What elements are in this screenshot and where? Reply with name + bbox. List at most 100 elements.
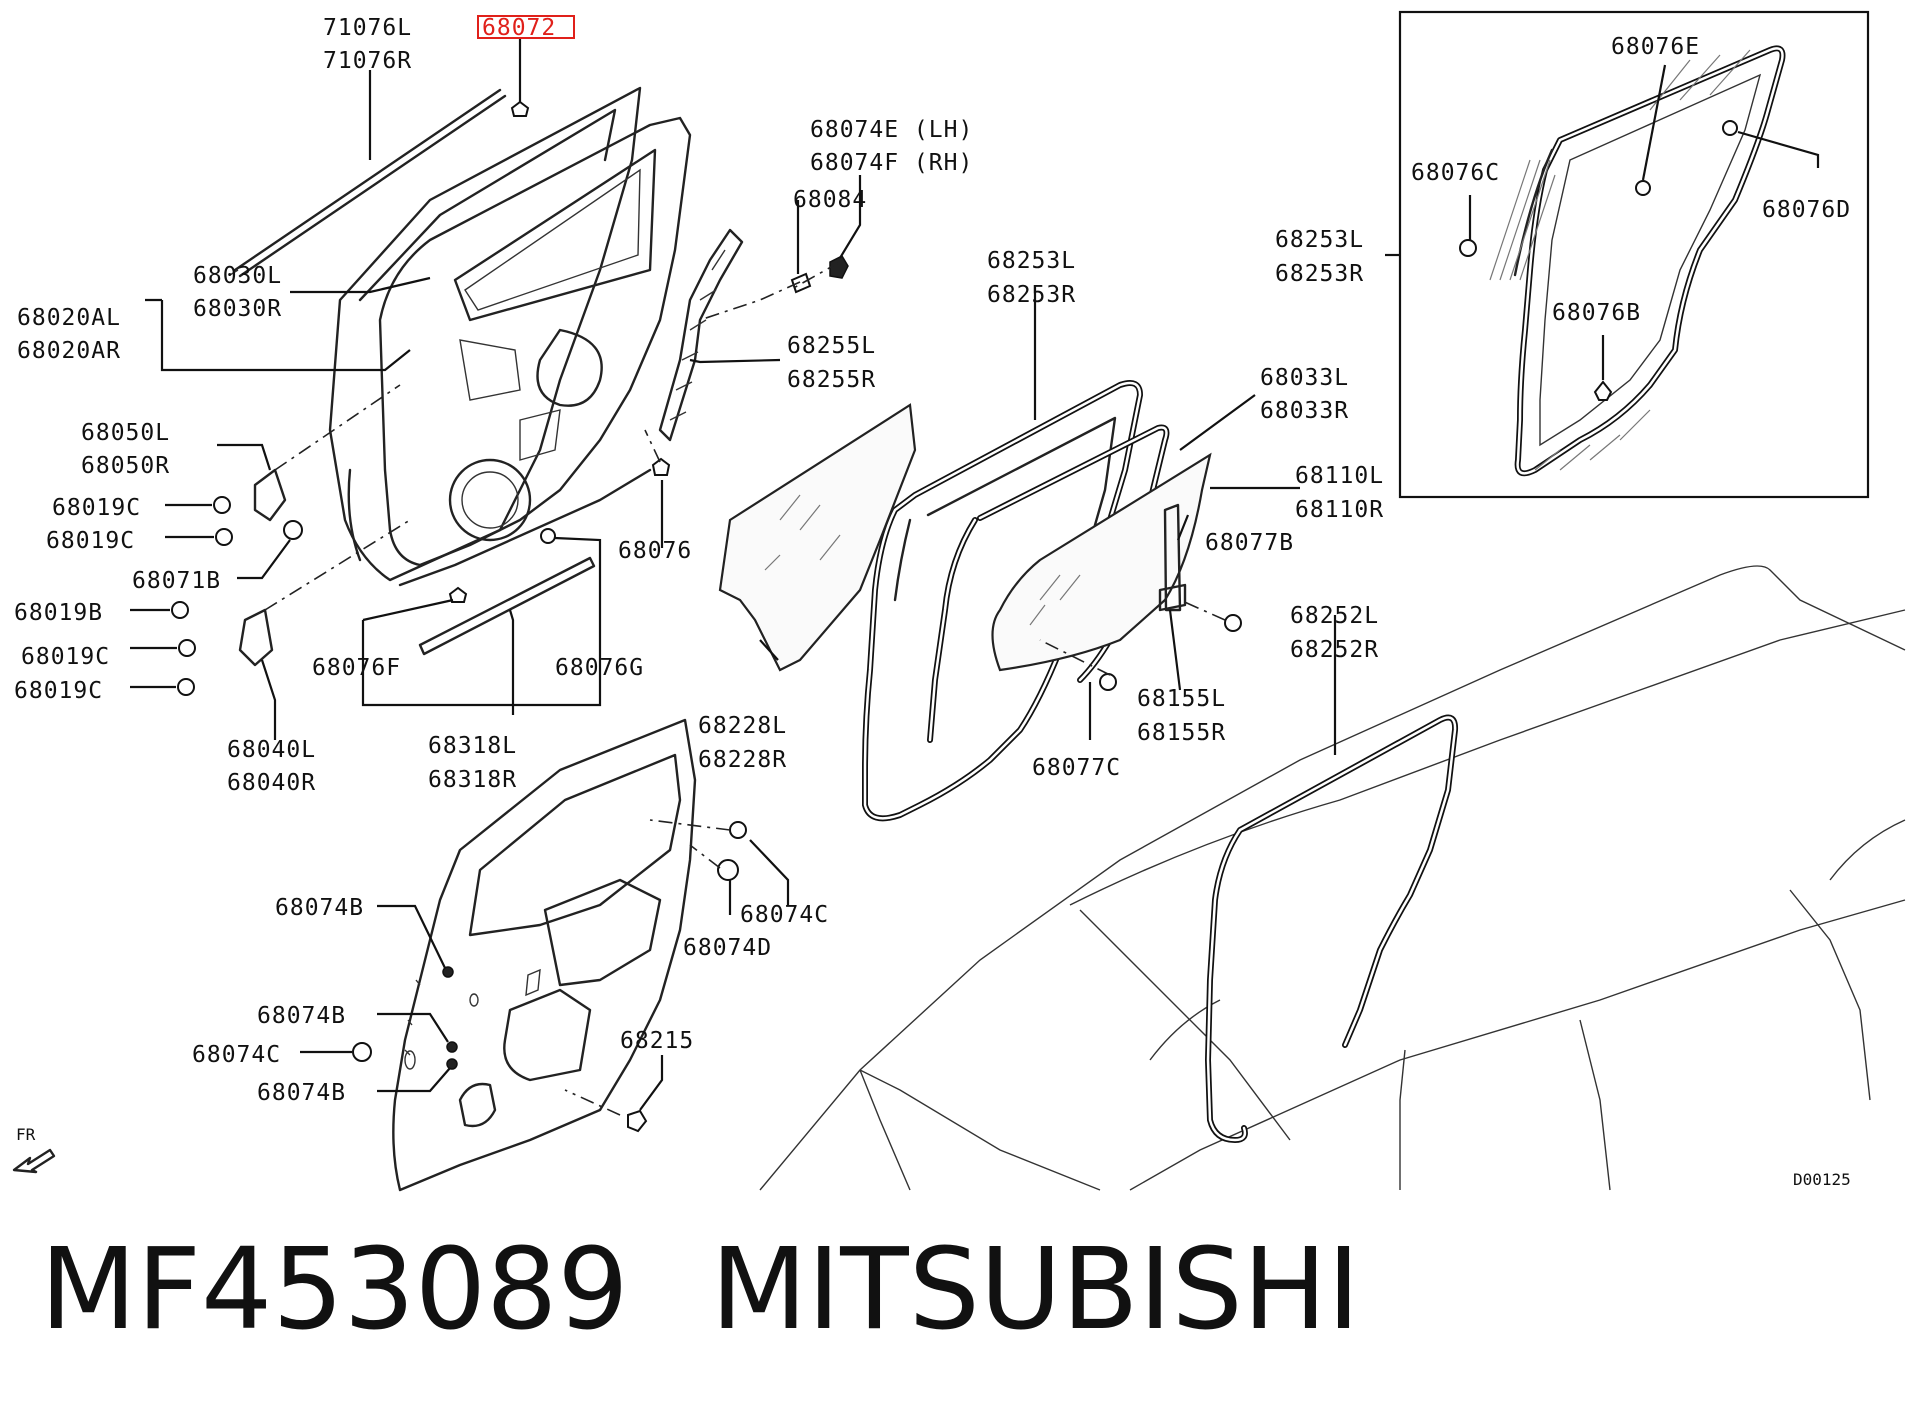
label-68019c-3: 68019C bbox=[21, 644, 110, 670]
clip-68074b-1 bbox=[442, 966, 454, 978]
label-68110l: 68110L bbox=[1295, 463, 1384, 489]
clip-68076 bbox=[651, 457, 671, 476]
label-68020al: 68020AL bbox=[17, 305, 121, 331]
quarter-glass-hatch bbox=[764, 494, 841, 571]
parts-diagram: 71076L 71076R 68072 68074E (LH) 68074F (… bbox=[12, 10, 1906, 1192]
highlight-box bbox=[477, 15, 575, 39]
label-68228r: 68228R bbox=[698, 747, 787, 773]
label-68318r: 68318R bbox=[428, 767, 517, 793]
belt-molding-71076 bbox=[229, 88, 507, 278]
label-68076e: 68076E bbox=[1611, 34, 1700, 60]
clip-68076g bbox=[540, 528, 556, 544]
inset-door-seal bbox=[1489, 45, 1786, 477]
vehicle-body-outline bbox=[759, 565, 1906, 1191]
body-weatherstrip-68252 bbox=[1205, 714, 1459, 1143]
front-direction-indicator: FR bbox=[12, 1125, 56, 1174]
label-68074b-2: 68074B bbox=[257, 1003, 346, 1029]
screw-68084 bbox=[790, 272, 812, 294]
quarter-glass-68228 bbox=[718, 403, 917, 672]
label-68077b: 68077B bbox=[1205, 530, 1294, 556]
label-68071b: 68071B bbox=[132, 568, 221, 594]
label-71076l: 71076L bbox=[323, 15, 412, 41]
label-68074f: 68074F (RH) bbox=[810, 150, 973, 176]
label-68076d: 68076D bbox=[1762, 197, 1851, 223]
clip-68074c-upper bbox=[729, 821, 747, 839]
bolt-68019b bbox=[171, 601, 189, 619]
channel-68255 bbox=[658, 228, 744, 442]
label-68076g: 68076G bbox=[555, 655, 644, 681]
bolt-68077b bbox=[1224, 614, 1242, 632]
label-68253l-inset: 68253L bbox=[1275, 227, 1364, 253]
hinge-lower-68040 bbox=[238, 608, 274, 667]
label-68255r: 68255R bbox=[787, 367, 876, 393]
label-68020ar: 68020AR bbox=[17, 338, 121, 364]
rear-door-shell bbox=[328, 86, 692, 587]
label-68033l: 68033L bbox=[1260, 365, 1349, 391]
part-number: MF453089 bbox=[40, 1225, 629, 1355]
label-68076c: 68076C bbox=[1411, 160, 1500, 186]
label-68019c-4: 68019C bbox=[14, 678, 103, 704]
label-68074c-upper: 68074C bbox=[740, 902, 829, 928]
part-labels: 71076L 71076R 68072 68074E (LH) 68074F (… bbox=[14, 15, 1851, 1189]
label-68030r: 68030R bbox=[193, 296, 282, 322]
clip-68074b-2 bbox=[446, 1041, 458, 1053]
label-68155l: 68155L bbox=[1137, 686, 1226, 712]
label-68076: 68076 bbox=[618, 538, 692, 564]
clip-68074d bbox=[717, 859, 739, 881]
glass-hatch bbox=[1029, 574, 1081, 626]
label-68050r: 68050R bbox=[81, 453, 170, 479]
clip-68074b-3 bbox=[446, 1058, 458, 1070]
clip-68072 bbox=[510, 100, 530, 117]
clip-68076e bbox=[1635, 180, 1651, 196]
label-68074c-lower: 68074C bbox=[192, 1042, 281, 1068]
label-68019c-1: 68019C bbox=[52, 495, 141, 521]
fasteners bbox=[171, 100, 1242, 1133]
assembly-lines bbox=[264, 261, 1226, 1116]
label-68040l: 68040L bbox=[227, 737, 316, 763]
label-68019b: 68019B bbox=[14, 600, 103, 626]
label-68074e: 68074E (LH) bbox=[810, 117, 973, 143]
nut-68071b bbox=[283, 520, 303, 540]
label-68255l: 68255L bbox=[787, 333, 876, 359]
brand-name: MITSUBISHI bbox=[710, 1225, 1360, 1355]
leader-lines bbox=[130, 38, 1337, 1111]
label-68074d: 68074D bbox=[683, 935, 772, 961]
label-68030l: 68030L bbox=[193, 263, 282, 289]
clip-68076c bbox=[1459, 239, 1477, 257]
bolt-68019c-4 bbox=[177, 678, 195, 696]
label-68077c: 68077C bbox=[1032, 755, 1121, 781]
clip-68215 bbox=[627, 1109, 648, 1133]
label-68033r: 68033R bbox=[1260, 398, 1349, 424]
label-68074b-3: 68074B bbox=[257, 1080, 346, 1106]
diagram-code: D00125 bbox=[1793, 1170, 1851, 1189]
label-68155r: 68155R bbox=[1137, 720, 1226, 746]
label-68253r-main: 68253R bbox=[987, 282, 1076, 308]
bolt-68019c-3 bbox=[178, 639, 196, 657]
hinge-upper-68050 bbox=[253, 468, 287, 522]
label-68228l: 68228L bbox=[698, 713, 787, 739]
bolt-68077c bbox=[1099, 673, 1117, 691]
label-71076r: 71076R bbox=[323, 48, 412, 74]
clip-68074c-lower bbox=[352, 1042, 372, 1062]
bolt-68019c-2 bbox=[215, 528, 233, 546]
label-68110r: 68110R bbox=[1295, 497, 1384, 523]
label-68019c-2: 68019C bbox=[46, 528, 135, 554]
label-68050l: 68050L bbox=[81, 420, 170, 446]
belt-seal-68318 bbox=[418, 556, 596, 656]
door-glass-68110 bbox=[991, 452, 1212, 672]
label-68253l-main: 68253L bbox=[987, 248, 1076, 274]
bolt-68019c-1 bbox=[213, 496, 231, 514]
label-68084: 68084 bbox=[793, 187, 867, 213]
clip-68076d bbox=[1722, 120, 1738, 136]
label-68076b: 68076B bbox=[1552, 300, 1641, 326]
label-68072-highlighted: 68072 bbox=[482, 15, 556, 41]
center-sash-68155 bbox=[1158, 503, 1187, 612]
label-68040r: 68040R bbox=[227, 770, 316, 796]
label-68253r-inset: 68253R bbox=[1275, 261, 1364, 287]
part-caption: MF453089 MITSUBISHI bbox=[40, 1215, 1640, 1365]
label-68215: 68215 bbox=[620, 1028, 694, 1054]
door-trim-panel bbox=[392, 718, 697, 1192]
label-68252r: 68252R bbox=[1290, 637, 1379, 663]
fr-label: FR bbox=[16, 1125, 36, 1144]
label-68074b-1: 68074B bbox=[275, 895, 364, 921]
